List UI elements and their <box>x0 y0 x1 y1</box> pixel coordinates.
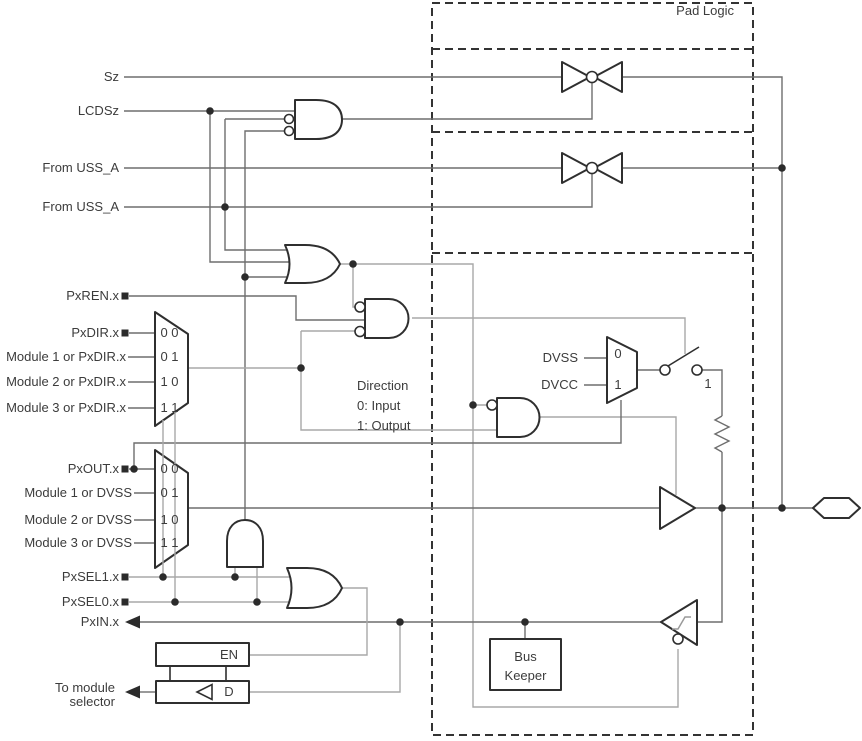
signal-label-pxsel0: PxSEL0.x <box>61 594 119 609</box>
latch-data-in-wire <box>249 622 401 693</box>
junction-dots <box>130 107 786 626</box>
to-module-line2: selector <box>69 694 115 709</box>
signal-label-pxdir: PxDIR.x <box>71 325 119 340</box>
pad-feedback-net <box>697 508 723 623</box>
pull-mux-body <box>606 336 638 404</box>
output-mux-row-01: 0 1 <box>160 485 179 500</box>
signal-label-lcdsz: LCDSz <box>77 103 119 118</box>
sel-and-gate <box>226 519 264 568</box>
to-module-arrow <box>125 685 140 699</box>
signal-label-pxin: PxIN.x <box>80 614 119 629</box>
direction-note: Direction 0: Input 1: Output <box>357 376 410 436</box>
signal-label-pxout: PxOUT.x <box>67 461 119 476</box>
switch-position-label: 1 <box>704 376 712 391</box>
signal-label-uss-a2: From USS_A <box>42 199 119 214</box>
signal-label-mod3-pxdir: Module 3 or PxDIR.x <box>6 400 126 415</box>
signal-label-mod3-dvss: Module 3 or DVSS <box>24 535 132 550</box>
pull-resistor-switch <box>659 346 703 376</box>
direction-mux-body <box>154 311 189 427</box>
input-latch <box>155 642 250 704</box>
pad-logic-dashed-box <box>431 2 754 736</box>
signal-label-mod1-dvss: Module 1 or DVSS <box>24 485 132 500</box>
signal-label-mod2-pxdir: Module 2 or PxDIR.x <box>6 374 126 389</box>
output-mux-row-00: 0 0 <box>160 461 179 476</box>
register-bit-markers <box>121 292 129 606</box>
pxsel1-wire <box>129 567 293 578</box>
latch-en-label: EN <box>219 647 238 662</box>
direction-note-line2: 0: Input <box>357 398 401 413</box>
signal-label-uss-a1: From USS_A <box>42 160 119 175</box>
output-mux-row-10: 1 0 <box>160 512 179 527</box>
uss-transmission-gate <box>561 152 623 184</box>
signal-label-pxsel1: PxSEL1.x <box>61 569 119 584</box>
sel-and-net <box>244 130 289 520</box>
analog-or-gate <box>284 244 341 284</box>
pull-resistor <box>713 415 731 453</box>
output-driver-buffer <box>659 486 696 530</box>
signal-label-mod2-dvss: Module 2 or DVSS <box>24 512 132 527</box>
pull-switch-control <box>412 317 686 354</box>
direction-note-line3: 1: Output <box>357 418 411 433</box>
pxin-arrow <box>125 615 140 629</box>
sel-or-gate <box>286 567 343 609</box>
latch-d-label: D <box>224 684 234 699</box>
direction-mux-row-01: 0 1 <box>160 349 179 364</box>
mux-row-input-stubs <box>128 332 155 544</box>
driver-enable-gate <box>486 397 541 438</box>
pull-resistor-net <box>702 369 723 508</box>
bus-keeper-line1: Bus <box>514 649 537 664</box>
bus-keeper-box <box>489 638 562 691</box>
pull-enable-gate <box>354 298 410 339</box>
lcd-gate-control <box>342 83 593 120</box>
bus-keeper-line2: Keeper <box>504 668 547 683</box>
mux-select-lines <box>162 412 176 602</box>
to-module-selector-label: To module selector <box>55 681 115 709</box>
signal-label-mod1-pxdir: Module 1 or PxDIR.x <box>6 349 126 364</box>
pad-logic-title: Pad Logic <box>676 3 734 18</box>
pad-terminal <box>812 497 861 519</box>
direction-mux-row-00: 0 0 <box>160 325 179 340</box>
pull-mux-row-0: 0 <box>614 346 622 361</box>
sz-transmission-gate <box>561 61 623 93</box>
direction-net <box>188 330 497 431</box>
pull-mux-input-stubs <box>584 357 607 386</box>
direction-mux-row-11: 1 1 <box>160 400 179 415</box>
or2-to-en-wire <box>249 587 368 656</box>
lcd-and-gate <box>283 99 343 140</box>
dvss-label: DVSS <box>542 350 578 365</box>
from-uss-a2-wire <box>124 118 593 251</box>
schmitt-input-buffer <box>660 599 698 646</box>
output-mux-row-11: 1 1 <box>160 535 179 550</box>
to-module-line1: To module <box>55 680 115 695</box>
signal-label-sz: Sz <box>103 69 119 84</box>
direction-note-line1: Direction <box>357 378 409 393</box>
sz-wire <box>124 76 783 508</box>
pull-mux-row-1: 1 <box>614 377 622 392</box>
pxren-wire <box>129 295 365 321</box>
dvcc-label: DVCC <box>541 377 578 392</box>
signal-label-pxren: PxREN.x <box>66 288 119 303</box>
driver-enable-net <box>540 416 677 495</box>
direction-mux-row-10: 1 0 <box>160 374 179 389</box>
lcdsz-wire <box>124 110 295 263</box>
pxsel0-wire <box>129 567 293 603</box>
